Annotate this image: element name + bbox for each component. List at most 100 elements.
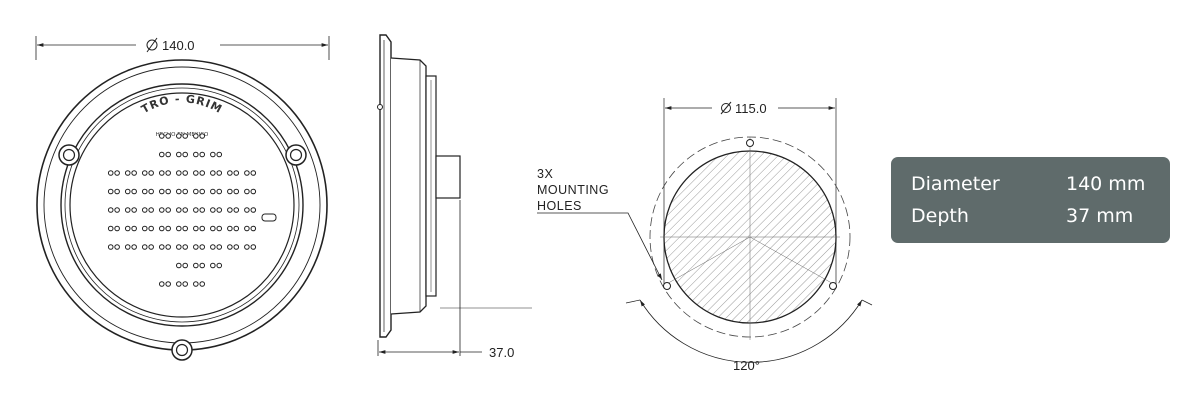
vent-hole [199, 281, 206, 287]
vent-hole [233, 244, 240, 250]
vent-hole [165, 188, 171, 195]
mounting-hole [829, 282, 837, 290]
vent-hole [141, 244, 148, 250]
vent-hole [250, 225, 257, 232]
vent-hole [158, 244, 165, 250]
vent-hole [158, 151, 165, 158]
depth-label: 37.0 [489, 345, 514, 360]
mounting-diameter-label: 115.0 [735, 101, 767, 116]
vent-hole [193, 151, 199, 158]
vent-hole [199, 188, 206, 195]
vent-hole [131, 188, 137, 195]
spec-label: Diameter [911, 173, 1000, 195]
vent-hole [107, 207, 114, 213]
note-line-3: HOLES [537, 199, 582, 213]
vent-hole [244, 170, 250, 176]
screw-icon [171, 339, 193, 361]
vent-hole-grid [107, 133, 277, 287]
mounting-hole [663, 282, 671, 290]
vent-hole [176, 244, 182, 250]
vent-hole [131, 170, 137, 176]
vent-hole [148, 244, 154, 250]
vent-hole [244, 207, 250, 213]
vent-hole [227, 225, 233, 232]
spec-label: Depth [911, 205, 969, 227]
front-view: 140.0 TRO - GRIM HECHO EN MEXICO [35, 36, 330, 361]
vent-hole [216, 244, 223, 250]
vent-hole [199, 225, 206, 232]
screw-icon [58, 144, 80, 166]
vent-hole [216, 151, 223, 158]
note-line-2: MOUNTING [537, 183, 609, 197]
mounting-hole [746, 139, 754, 147]
vent-hole [176, 262, 182, 269]
vent-hole [114, 188, 120, 195]
vent-hole [193, 188, 199, 195]
vent-hole [124, 188, 131, 195]
vent-hole [176, 225, 182, 232]
vent-hole [182, 225, 188, 232]
vent-hole [158, 281, 165, 287]
vent-hole [131, 244, 137, 250]
vent-hole [165, 207, 171, 213]
vent-hole [193, 244, 199, 250]
vent-hole [182, 281, 188, 287]
note-line-1: 3X [537, 167, 553, 181]
vent-hole [193, 262, 199, 269]
vent-hole [165, 244, 171, 250]
vent-hole [141, 170, 148, 176]
spec-value: 37 mm [1066, 205, 1134, 227]
vent-hole [216, 225, 223, 232]
vent-hole [148, 225, 154, 232]
vent-hole [244, 244, 250, 250]
vent-hole [216, 170, 223, 176]
vent-hole [176, 170, 182, 176]
vent-hole [131, 225, 137, 232]
vent-hole [210, 188, 216, 195]
vent-hole [199, 207, 206, 213]
vent-hole [182, 244, 188, 250]
vent-hole [176, 151, 182, 158]
screw-icon [285, 144, 307, 166]
vent-hole [210, 244, 216, 250]
vent-hole [107, 225, 114, 232]
vent-hole [141, 225, 148, 232]
vent-hole [182, 133, 188, 139]
vent-hole [216, 188, 223, 195]
vent-hole [193, 281, 199, 287]
vent-hole [107, 170, 114, 176]
vent-hole [165, 170, 171, 176]
vent-hole [148, 170, 154, 176]
vent-hole [176, 133, 182, 139]
vent-hole [193, 133, 199, 139]
vent-hole [233, 207, 240, 213]
vent-hole [233, 170, 240, 176]
vent-hole [148, 188, 154, 195]
vent-hole [176, 188, 182, 195]
vent-hole [114, 225, 120, 232]
vent-hole [107, 188, 114, 195]
vent-hole [124, 244, 131, 250]
vent-hole [148, 207, 154, 213]
vent-hole [250, 244, 257, 250]
vent-hole [210, 170, 216, 176]
vent-hole [165, 133, 171, 139]
vent-hole [244, 188, 250, 195]
angle-label: 120° [733, 358, 760, 373]
vent-hole [216, 207, 223, 213]
vent-hole [210, 225, 216, 232]
vent-hole [210, 151, 216, 158]
brand-subtext: HECHO EN MEXICO [156, 132, 209, 138]
vent-hole [124, 170, 131, 176]
vent-hole [199, 170, 206, 176]
vent-hole [131, 207, 137, 213]
vent-hole [158, 188, 165, 195]
vent-hole [227, 244, 233, 250]
vent-hole [233, 225, 240, 232]
vent-hole [193, 207, 199, 213]
vent-hole [114, 207, 120, 213]
vent-hole [227, 207, 233, 213]
vent-hole [244, 225, 250, 232]
vent-hole [182, 188, 188, 195]
